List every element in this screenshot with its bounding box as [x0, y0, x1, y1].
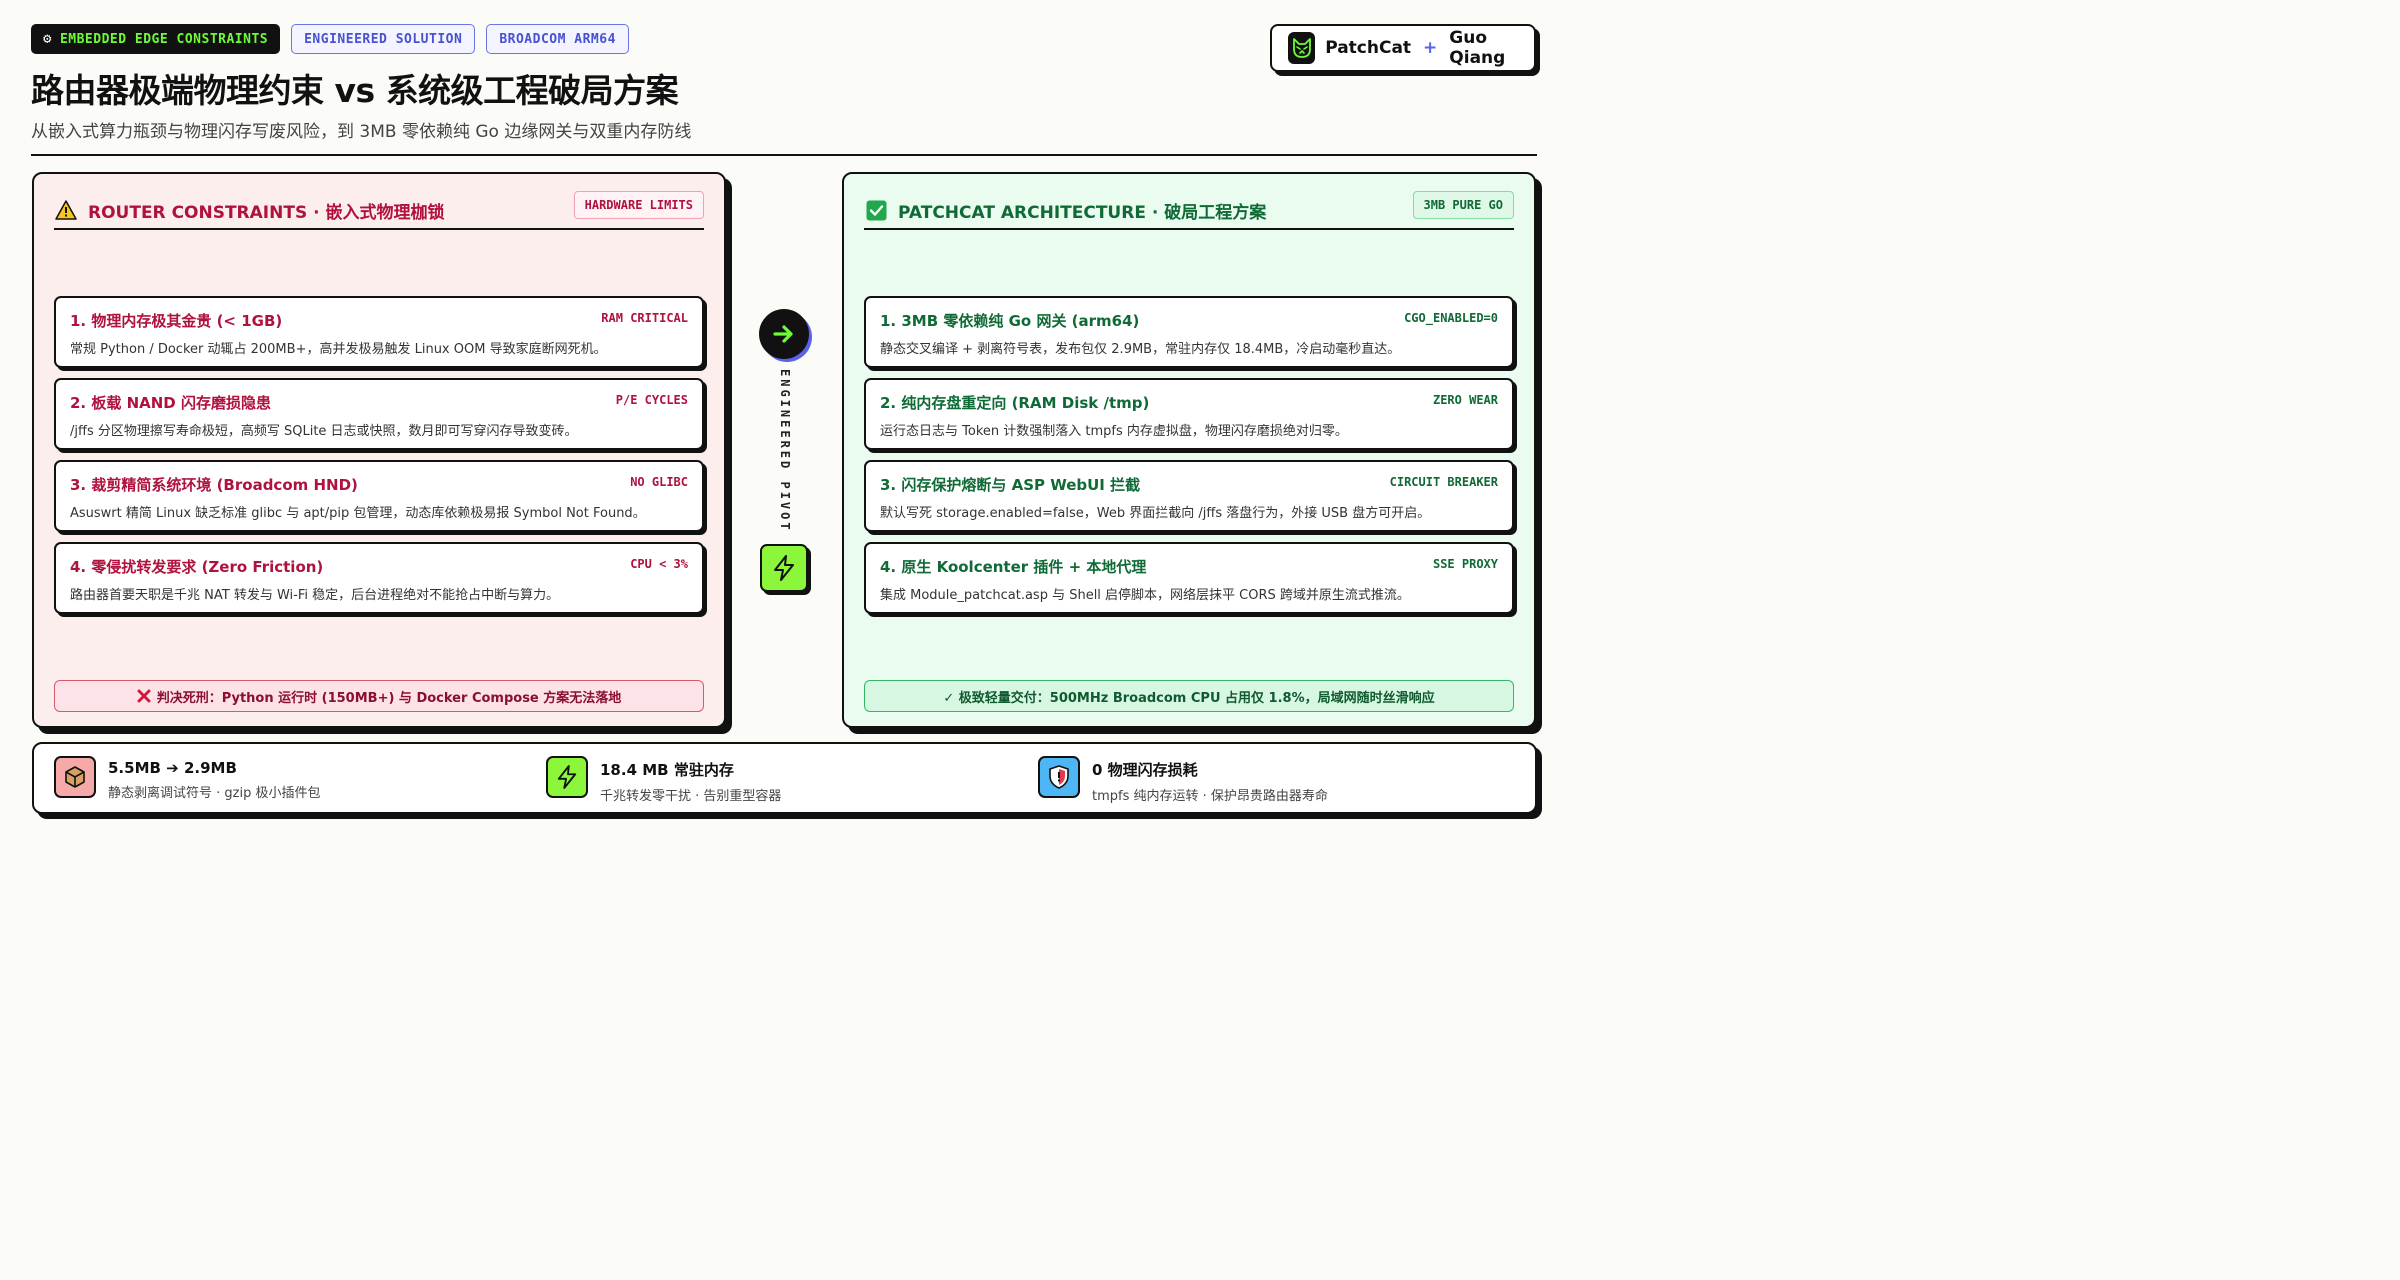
stat-desc: 千兆转发零干扰 · 告别重型容器: [600, 789, 782, 804]
constraint-card: 1. 物理内存极其金贵 (< 1GB) RAM CRITICAL 常规 Pyth…: [54, 296, 704, 368]
panel-header: PATCHCAT ARCHITECTURE · 破局工程方案 3MB PURE …: [864, 191, 1514, 230]
card-tag: RAM CRITICAL: [601, 311, 688, 325]
stat-text: 0 物理闪存损耗 tmpfs 纯内存运转 · 保护昂贵路由器寿命: [1092, 756, 1328, 804]
constraint-card: 3. 裁剪精简系统环境 (Broadcom HND) NO GLIBC Asus…: [54, 460, 704, 532]
card-desc: 运行态日志与 Token 计数强制落入 tmpfs 内存虚拟盘，物理闪存磨损绝对…: [880, 424, 1348, 439]
card-title: 1. 物理内存极其金贵 (< 1GB): [70, 312, 283, 330]
card-tag: SSE PROXY: [1432, 557, 1498, 571]
patchcat-architecture-panel: PATCHCAT ARCHITECTURE · 破局工程方案 3MB PURE …: [842, 172, 1536, 728]
solution-card: 1. 3MB 零依赖纯 Go 网关 (arm64) CGO_ENABLED=0 …: [864, 296, 1514, 368]
badge-label: ENGINEERED SOLUTION: [304, 31, 463, 47]
stat-title: 18.4 MB 常驻内存: [600, 761, 734, 779]
badge-embedded-edge: ⚙ EMBEDDED EDGE CONSTRAINTS: [31, 24, 281, 54]
card-title: 2. 纯内存盘重定向 (RAM Disk /tmp): [880, 394, 1150, 412]
badge-label: EMBEDDED EDGE CONSTRAINTS: [59, 31, 269, 47]
card-desc: 路由器首要天职是千兆 NAT 转发与 Wi-Fi 稳定，后台进程绝对不能抢占中断…: [70, 588, 560, 603]
pivot-label: ENGINEERED PIVOT: [778, 368, 792, 533]
card-desc: /jffs 分区物理擦写寿命极短，高频写 SQLite 日志或快照，数月即可写穿…: [70, 424, 578, 439]
card-desc: 默认写死 storage.enabled=false，Web 界面拦截向 /jf…: [880, 506, 1431, 521]
verdict-text: 判决死刑：Python 运行时 (150MB+) 与 Docker Compos…: [156, 690, 622, 706]
stats-footer: 5.5MB ➔ 2.9MB 静态剥离调试符号 · gzip 极小插件包 18.4…: [32, 742, 1537, 814]
solution-card: 3. 闪存保护熔断与 ASP WebUI 拦截 CIRCUIT BREAKER …: [864, 460, 1514, 532]
arrow-right-icon: [759, 309, 809, 359]
cat-logo-icon: [1288, 32, 1316, 64]
card-desc: 静态交叉编译 + 剥离符号表，发布包仅 2.9MB，常驻内存仅 18.4MB，冷…: [880, 342, 1401, 357]
brand-plus: +: [1423, 38, 1438, 58]
brand-name: PatchCat: [1325, 38, 1412, 58]
card-desc: Asuswrt 精简 Linux 缺乏标准 glibc 与 apt/pip 包管…: [70, 506, 646, 521]
header-badges: ⚙ EMBEDDED EDGE CONSTRAINTS ENGINEERED S…: [31, 24, 629, 54]
verdict-banner: 判决死刑：Python 运行时 (150MB+) 与 Docker Compos…: [54, 680, 704, 712]
page-title: 路由器极端物理约束 vs 系统级工程破局方案: [31, 71, 679, 110]
card-desc: 集成 Module_patchcat.asp 与 Shell 启停脚本，网络层抹…: [880, 588, 1410, 603]
package-icon: [54, 756, 96, 798]
delivery-banner: ✓ 极致轻量交付：500MHz Broadcom CPU 占用仅 1.8%，局域…: [864, 680, 1514, 712]
card-title: 1. 3MB 零依赖纯 Go 网关 (arm64): [880, 312, 1140, 330]
shield-icon: [1038, 756, 1080, 798]
panel-tag: 3MB PURE GO: [1412, 191, 1514, 219]
card-tag: ZERO WEAR: [1432, 393, 1498, 407]
panel-tag: HARDWARE LIMITS: [573, 191, 704, 219]
stat-title: 5.5MB ➔ 2.9MB: [108, 759, 237, 777]
gear-icon: ⚙: [43, 31, 52, 47]
stat-resident-memory: 18.4 MB 常驻内存 千兆转发零干扰 · 告别重型容器: [546, 756, 781, 804]
brand-partner: Guo Qiang: [1449, 28, 1506, 68]
panel-title: PATCHCAT ARCHITECTURE · 破局工程方案: [898, 202, 1267, 223]
card-title: 4. 原生 Koolcenter 插件 + 本地代理: [880, 558, 1147, 576]
badge-label: BROADCOM ARM64: [499, 31, 616, 47]
card-title: 3. 闪存保护熔断与 ASP WebUI 拦截: [880, 476, 1141, 494]
badge-broadcom-arm64: BROADCOM ARM64: [486, 24, 629, 54]
bolt-icon: [760, 544, 808, 592]
stat-text: 18.4 MB 常驻内存 千兆转发零干扰 · 告别重型容器: [600, 756, 781, 804]
header-divider: [31, 154, 1537, 156]
brand-card: PatchCat + Guo Qiang: [1270, 24, 1536, 72]
card-tag: CPU < 3%: [630, 557, 688, 571]
badge-engineered-solution: ENGINEERED SOLUTION: [291, 24, 476, 54]
card-tag: CIRCUIT BREAKER: [1389, 475, 1498, 489]
constraint-card: 2. 板载 NAND 闪存磨损隐患 P/E CYCLES /jffs 分区物理擦…: [54, 378, 704, 450]
stat-desc: 静态剥离调试符号 · gzip 极小插件包: [108, 786, 321, 801]
stat-flash-wear: 0 物理闪存损耗 tmpfs 纯内存运转 · 保护昂贵路由器寿命: [1038, 756, 1328, 804]
cross-icon: [137, 689, 151, 703]
warning-icon: [54, 198, 78, 222]
stat-title: 0 物理闪存损耗: [1092, 761, 1198, 779]
card-title: 2. 板载 NAND 闪存磨损隐患: [70, 394, 271, 412]
bolt-icon: [546, 756, 588, 798]
card-tag: CGO_ENABLED=0: [1404, 311, 1498, 325]
solution-card: 4. 原生 Koolcenter 插件 + 本地代理 SSE PROXY 集成 …: [864, 542, 1514, 614]
delivery-text: ✓ 极致轻量交付：500MHz Broadcom CPU 占用仅 1.8%，局域…: [943, 690, 1435, 706]
stat-text: 5.5MB ➔ 2.9MB 静态剥离调试符号 · gzip 极小插件包: [108, 756, 320, 801]
constraint-card: 4. 零侵扰转发要求 (Zero Friction) CPU < 3% 路由器首…: [54, 542, 704, 614]
card-title: 3. 裁剪精简系统环境 (Broadcom HND): [70, 476, 358, 494]
stat-package-size: 5.5MB ➔ 2.9MB 静态剥离调试符号 · gzip 极小插件包: [54, 756, 320, 801]
stat-desc: tmpfs 纯内存运转 · 保护昂贵路由器寿命: [1092, 789, 1328, 804]
router-constraints-panel: ROUTER CONSTRAINTS · 嵌入式物理枷锁 HARDWARE LI…: [32, 172, 726, 728]
solution-card: 2. 纯内存盘重定向 (RAM Disk /tmp) ZERO WEAR 运行态…: [864, 378, 1514, 450]
card-desc: 常规 Python / Docker 动辄占 200MB+，高并发极易触发 Li…: [70, 342, 607, 357]
panel-title: ROUTER CONSTRAINTS · 嵌入式物理枷锁: [88, 202, 445, 223]
panel-header: ROUTER CONSTRAINTS · 嵌入式物理枷锁 HARDWARE LI…: [54, 191, 704, 230]
page-subtitle: 从嵌入式算力瓶颈与物理闪存写废风险，到 3MB 零依赖纯 Go 边缘网关与双重内…: [31, 122, 692, 142]
card-tag: P/E CYCLES: [615, 393, 688, 407]
card-title: 4. 零侵扰转发要求 (Zero Friction): [70, 558, 324, 576]
card-tag: NO GLIBC: [630, 475, 688, 489]
check-box-icon: [864, 198, 888, 222]
